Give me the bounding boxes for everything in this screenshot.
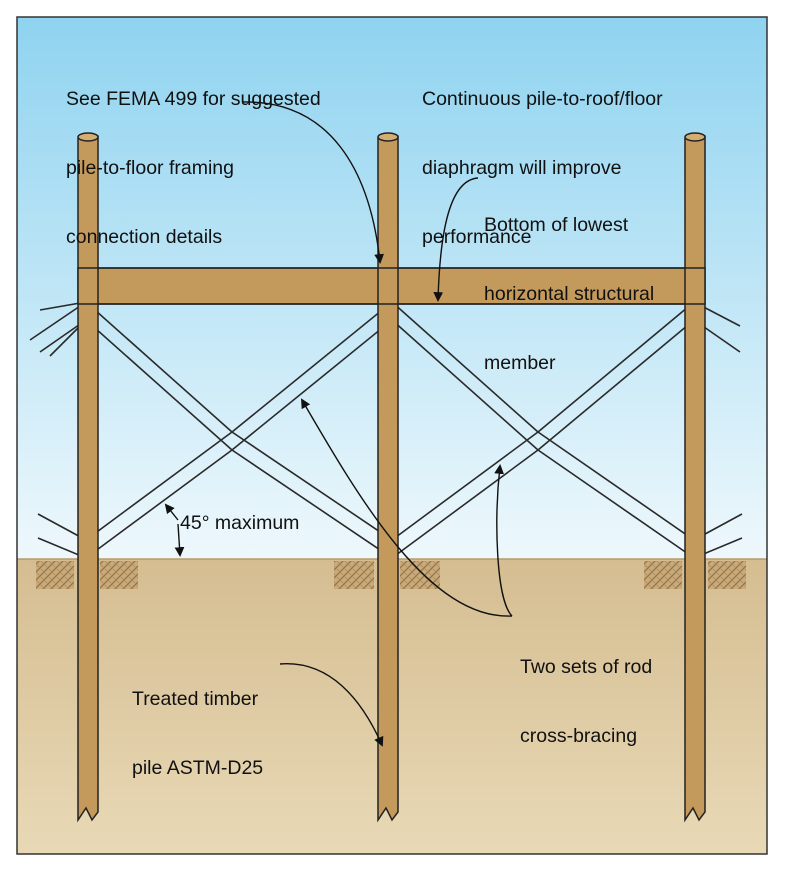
fema-annotation: See FEMA 499 for suggested pile-to-floor… (66, 42, 321, 272)
bottom-member-line-3: member (484, 352, 556, 374)
angle-annotation: 45° maximum (180, 512, 300, 534)
bracing-annotation: Two sets of rod cross-bracing (520, 610, 652, 771)
diaphragm-line-1: Continuous pile-to-roof/floor (422, 88, 663, 110)
angle-arrow-down (174, 523, 185, 557)
leader-lines (164, 101, 513, 747)
pile-arrow (279, 663, 384, 747)
bottom-member-line-2: horizontal structural (484, 283, 655, 305)
pile-right (684, 132, 706, 823)
diaphragm-line-2: diaphragm will improve (422, 157, 622, 179)
bracing-arrow-1 (301, 398, 513, 617)
pile-center (377, 132, 399, 823)
ground-hatching (36, 561, 746, 589)
fema-line-2: pile-to-floor framing (66, 157, 234, 179)
bracing-line-1: Two sets of rod (520, 656, 653, 678)
bottom-member-annotation: Bottom of lowest horizontal structural m… (484, 168, 654, 398)
fema-line-3: connection details (66, 226, 223, 248)
bracing-arrow-2 (494, 464, 513, 617)
beam-edges (78, 267, 705, 305)
pile-line-1: Treated timber (132, 688, 259, 710)
angle-arrow-up (164, 503, 179, 521)
bottom-member-line-1: Bottom of lowest (484, 214, 629, 236)
timber-piles (77, 132, 706, 823)
pile-left (77, 132, 99, 823)
pile-annotation: Treated timber pile ASTM-D25 (132, 642, 263, 803)
frame-border (16, 16, 768, 855)
diaphragm-line-3: performance (422, 226, 532, 248)
pile-line-2: pile ASTM-D25 (132, 757, 264, 779)
bracing-line-2: cross-bracing (520, 725, 638, 747)
bottom-member-arrow (433, 177, 479, 302)
fema-arrow (241, 101, 385, 264)
fema-line-1: See FEMA 499 for suggested (66, 88, 321, 110)
diaphragm-annotation: Continuous pile-to-roof/floor diaphragm … (422, 42, 663, 272)
